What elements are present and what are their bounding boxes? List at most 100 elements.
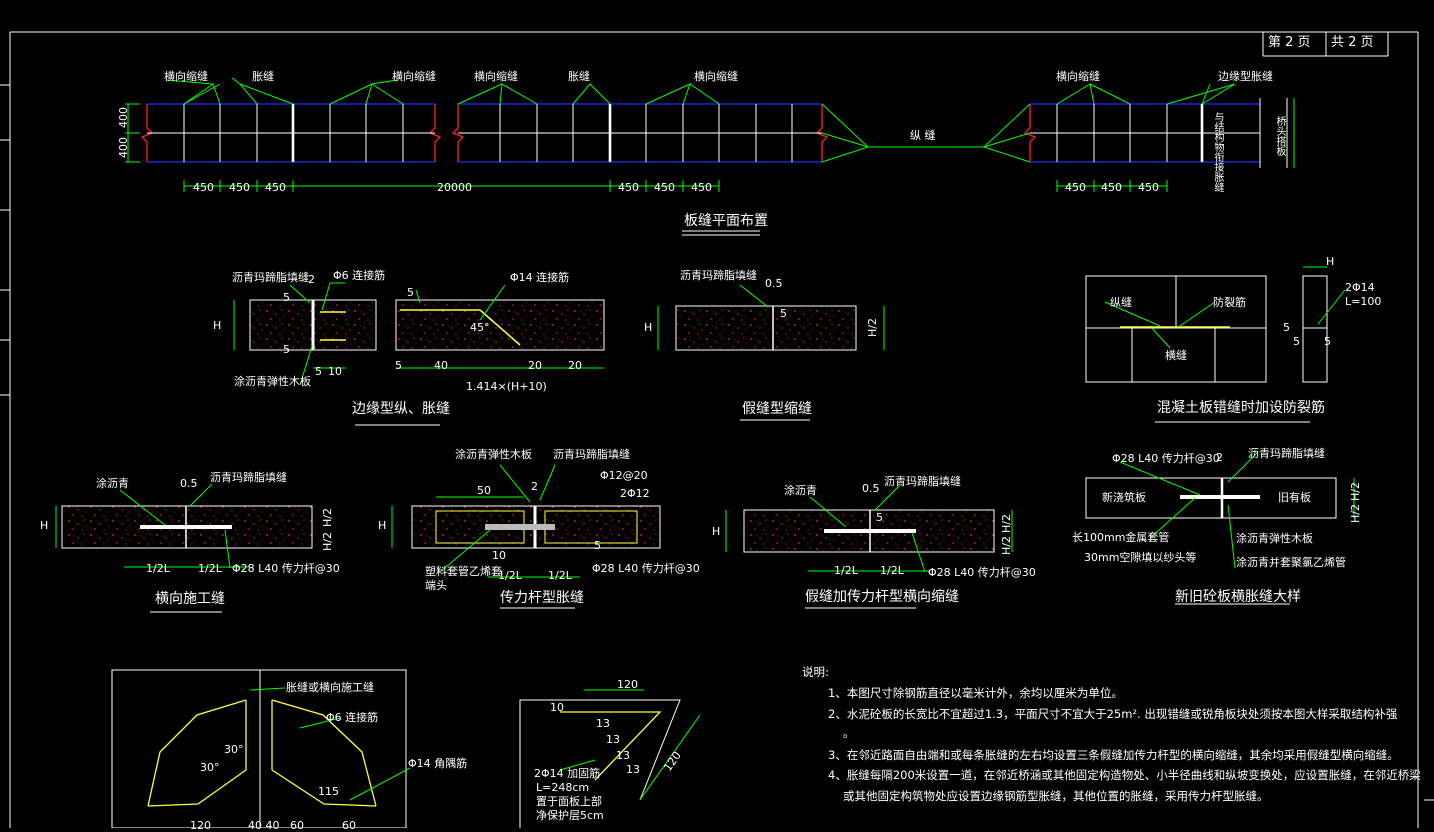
s3-d5b: 5 [1293, 335, 1300, 348]
dim-450d: 450 [618, 181, 639, 194]
s9-d10: 10 [550, 701, 564, 714]
s5-d10: 10 [492, 549, 506, 562]
s6-d05: 0.5 [862, 482, 880, 495]
sec7-new-old-joint [1085, 451, 1355, 605]
s1-lqgl: 沥青玛蹄脂填缝 [232, 271, 309, 284]
plan-label-zxsf5: 横向缩缝 [1056, 70, 1100, 83]
plan-layout [125, 77, 1295, 236]
s3-zf: 纵缝 [1110, 296, 1132, 309]
s2-d05: 0.5 [765, 277, 783, 290]
s9-gt: 置于面板上部 [536, 795, 602, 808]
s6-h: H [712, 525, 721, 538]
plan-label-zxsf4: 横向缩缝 [694, 70, 738, 83]
s6-phi28: Φ28 L40 传力杆@30 [928, 566, 1036, 579]
s3-d5c: 5 [1324, 335, 1331, 348]
note-4: 4、胀缝每隔200米设置一道，在邻近桥涵或其他固定构造物处、小半径曲线和纵坡变换… [828, 768, 1421, 782]
sec6-dummy-dowel [725, 484, 1013, 609]
sec2-dummy-joint [657, 284, 885, 421]
note-4b: 或其他固定构筑物处应设置边缘钢筋型胀缝，其他位置的胀缝，采用传力杆型胀缝。 [843, 789, 1269, 803]
s1-b20a: 20 [528, 359, 542, 372]
plan-title: 板缝平面布置 [684, 213, 768, 229]
s9-jg: 净保护层5cm [536, 809, 604, 822]
s7-phi28: Φ28 L40 传力杆@30 [1112, 452, 1220, 465]
s7-new: 新浇筑板 [1102, 491, 1146, 504]
s5-sj2: 端头 [425, 579, 447, 592]
s4-d05: 0.5 [180, 477, 198, 490]
s4-lq: 涂沥青 [96, 477, 129, 490]
s3-phi14: 2Φ14 [1345, 281, 1375, 294]
s3-h: H [1326, 255, 1335, 268]
s5-d50: 50 [477, 484, 491, 497]
s6-lq: 涂沥青 [784, 484, 817, 497]
sec4-construction-joint [55, 483, 313, 613]
note-1: 1、本图尺寸除钢筋直径以毫米计外，余均以厘米为单位。 [828, 686, 1123, 700]
s7-lqgl: 沥青玛蹄脂填缝 [1248, 447, 1325, 460]
s5-phi12: Φ12@20 [600, 469, 648, 482]
s6-d5: 5 [876, 511, 883, 524]
s7-sg2: 30mm空隙填以纱头等 [1084, 551, 1197, 564]
dim-450f: 450 [691, 181, 712, 194]
s8-d60b: 60 [342, 819, 356, 832]
s8-a30b: 30° [200, 761, 220, 774]
s1-b5: 5 [407, 286, 414, 299]
s3-hf: 横缝 [1165, 349, 1187, 362]
s6-l2: 1/2L [880, 564, 904, 577]
s8-d115: 115 [318, 785, 339, 798]
sheet-frame [0, 31, 1434, 828]
sec5-dowel-expansion [391, 464, 661, 609]
sec8-corner-bars [111, 669, 411, 828]
dim-400b: 400 [117, 137, 130, 158]
s7-sg: 长100mm金属套管 [1072, 531, 1170, 544]
sec1-title: 边缘型纵、胀缝 [352, 401, 450, 417]
s5-phi12b: 2Φ12 [620, 487, 650, 500]
plan-label-bjzf: 边缘型胀缝 [1218, 70, 1273, 83]
s3-d5a: 5 [1283, 321, 1290, 334]
plan-label-v1: 与结构物衔接胀缝 [1212, 112, 1223, 192]
s1-d2: 2 [308, 273, 315, 286]
plan-label-zxsf2: 横向缩缝 [392, 70, 436, 83]
s3-l100: L=100 [1345, 295, 1382, 308]
sec6-title: 假缝加传力杆型横向缩缝 [805, 589, 959, 605]
note-2: 2、水泥砼板的长宽比不宜超过1.3，平面尺寸不宜大于25m². 出现错缝或锐角板… [828, 707, 1398, 721]
plan-label-zf: 胀缝 [252, 70, 274, 83]
plan-label-zf2: 胀缝 [568, 70, 590, 83]
page-total: 共 2 页 [1331, 35, 1374, 50]
dim-450a: 450 [193, 181, 214, 194]
dim-450h: 450 [1101, 181, 1122, 194]
s5-h: H [378, 519, 387, 532]
sec2-title: 假缝型缩缝 [742, 401, 812, 417]
s5-lqgl: 沥青玛蹄脂填缝 [553, 448, 630, 461]
sec5-title: 传力杆型胀缝 [500, 590, 584, 606]
s1-d10: 10 [328, 365, 342, 378]
note-3: 3、在邻近路面自由端和或每条胀缝的左右均设置三条假缝加传力杆型的横向缩缝，其余均… [828, 748, 1399, 762]
sec7-title: 新旧砼板横胀缝大样 [1175, 589, 1301, 605]
s5-l2: 1/2L [548, 569, 572, 582]
s4-h2b: H/2 [320, 532, 334, 551]
s4-phi28: Φ28 L40 传力杆@30 [232, 562, 340, 575]
s1-b20b: 20 [568, 359, 582, 372]
s4-lqgl: 沥青玛蹄脂填缝 [210, 471, 287, 484]
note-2b: 。 [843, 726, 855, 740]
s4-l1: 1/2L [146, 562, 170, 575]
dim-450i: 450 [1138, 181, 1159, 194]
sec3-title: 混凝土板错缝时加设防裂筋 [1157, 400, 1325, 416]
s5-l1: 1/2L [498, 569, 522, 582]
dim-400a: 400 [117, 107, 130, 128]
s2-d5: 5 [780, 307, 787, 320]
s5-d2: 2 [531, 480, 538, 493]
sec3-crack-bars [1085, 266, 1346, 423]
s1-h: H [213, 319, 222, 332]
plan-label-zxsf3: 横向缩缝 [474, 70, 518, 83]
s2-lq: 沥青玛蹄脂填缝 [680, 269, 757, 282]
s9-d13d: 13 [626, 763, 640, 776]
plan-label-zf-mid: 纵 缝 [910, 129, 936, 142]
dim-450c: 450 [265, 181, 286, 194]
s1-formula: 1.414×(H+10) [466, 380, 547, 393]
dim-20000: 20000 [437, 181, 472, 194]
dim-450b: 450 [229, 181, 250, 194]
s8-zf: 胀缝或横向施工缝 [286, 681, 374, 694]
s9-l248: L=248cm [536, 781, 590, 794]
s1-phi14: Φ14 连接筋 [510, 271, 570, 284]
s1-dlq: 涂沥青弹性木板 [234, 375, 311, 388]
s1-d5b: 5 [283, 343, 290, 356]
